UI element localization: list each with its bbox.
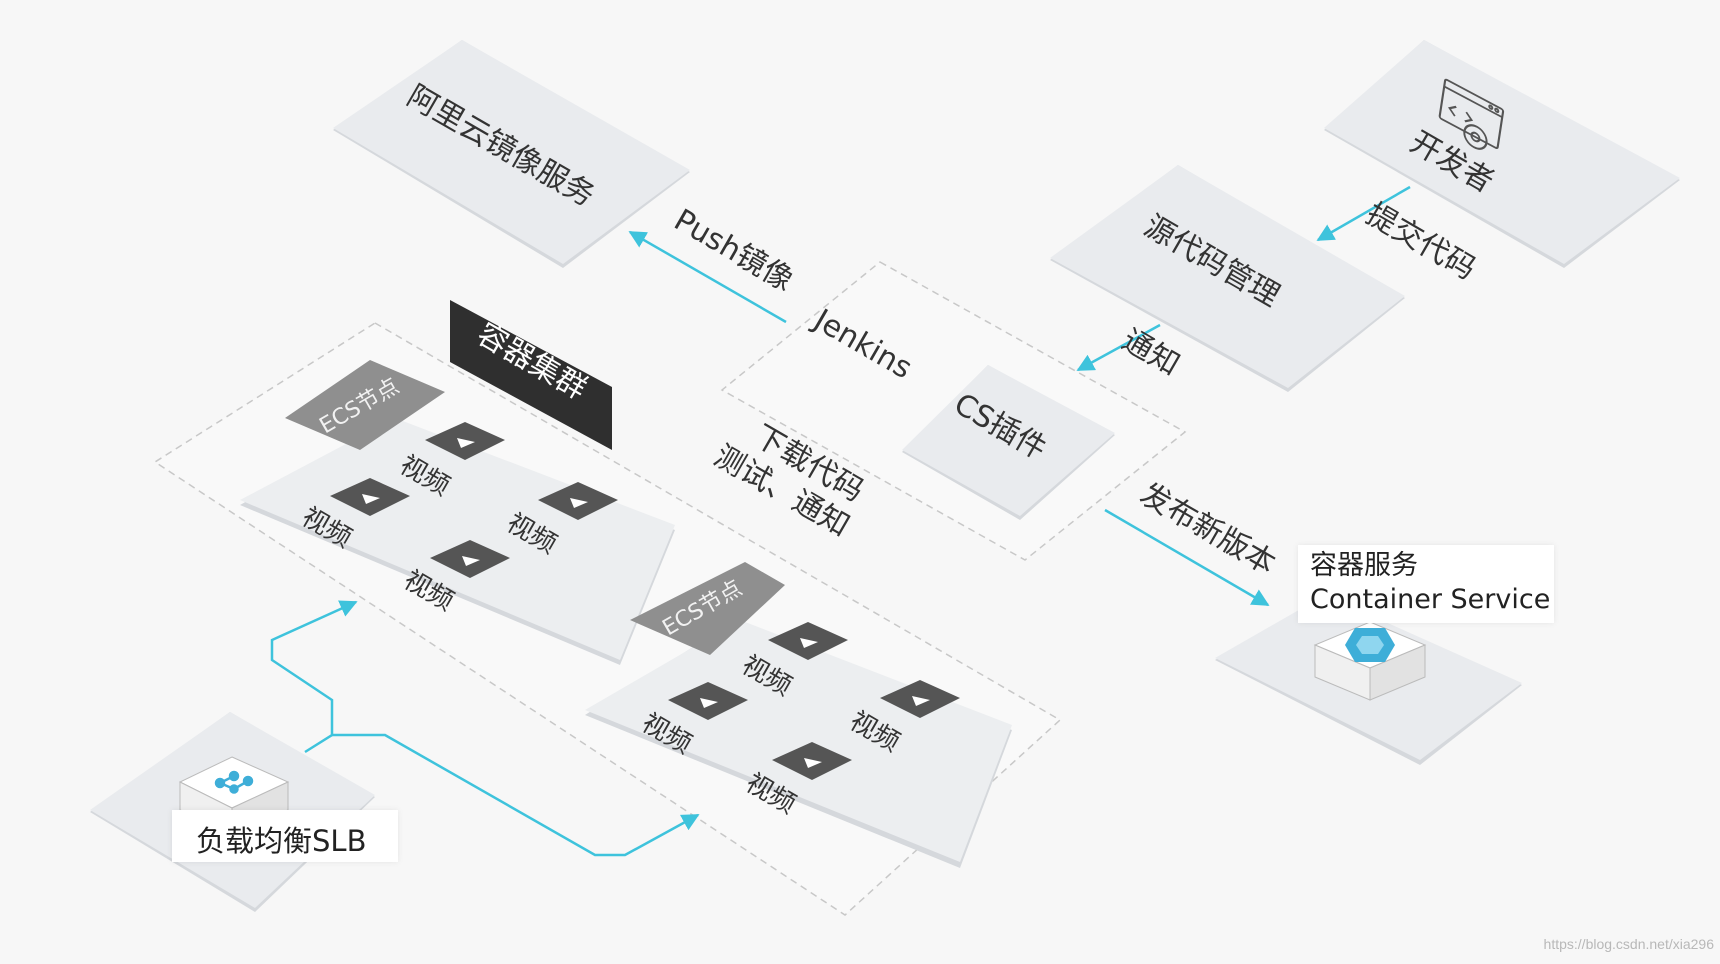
developer-code-gear-icon — [1438, 78, 1505, 150]
push-image-arrow — [628, 230, 787, 324]
slb-to-node2-arrow — [332, 733, 700, 857]
commit-code-arrow — [1316, 185, 1411, 242]
container-service-en: Container Service — [1310, 584, 1551, 615]
video-icon — [538, 482, 618, 520]
video-icon — [430, 540, 510, 578]
release-arrow — [1104, 508, 1270, 607]
ecs-node-2-tag — [630, 562, 785, 655]
commit-code-label: 提交代码 — [1360, 197, 1481, 287]
watermark: https://blog.csdn.net/xia296 — [1543, 936, 1714, 952]
notify-label: 通知 — [1116, 323, 1185, 383]
container-service-cube-icon — [1313, 621, 1427, 701]
ecs-node-1-tag — [285, 360, 445, 450]
video-icon — [330, 478, 410, 516]
video-icon — [768, 622, 848, 660]
developer-tile — [1324, 40, 1680, 268]
container-service-label: 容器服务 Container Service — [1298, 545, 1554, 623]
video-icon — [668, 682, 748, 720]
video-icon — [880, 680, 960, 718]
video-icon — [772, 742, 852, 780]
video-icons-node-2 — [668, 622, 960, 780]
source-code-tile — [1050, 165, 1405, 392]
video-icons-node-1 — [330, 422, 618, 578]
slb-label: 负载均衡SLB — [172, 810, 398, 862]
push-image-label: Push镜像 — [668, 203, 799, 299]
container-cluster-tag — [450, 300, 612, 450]
edges — [270, 185, 1411, 857]
slb-to-node1-arrow — [270, 600, 358, 754]
cs-plugin-tile — [902, 365, 1115, 520]
release-label: 发布新版本 — [1134, 477, 1281, 582]
container-service-cn: 容器服务 — [1310, 550, 1418, 581]
notify-arrow — [1076, 323, 1161, 372]
video-icon — [425, 422, 505, 460]
aliyun-registry-tile — [333, 40, 690, 268]
